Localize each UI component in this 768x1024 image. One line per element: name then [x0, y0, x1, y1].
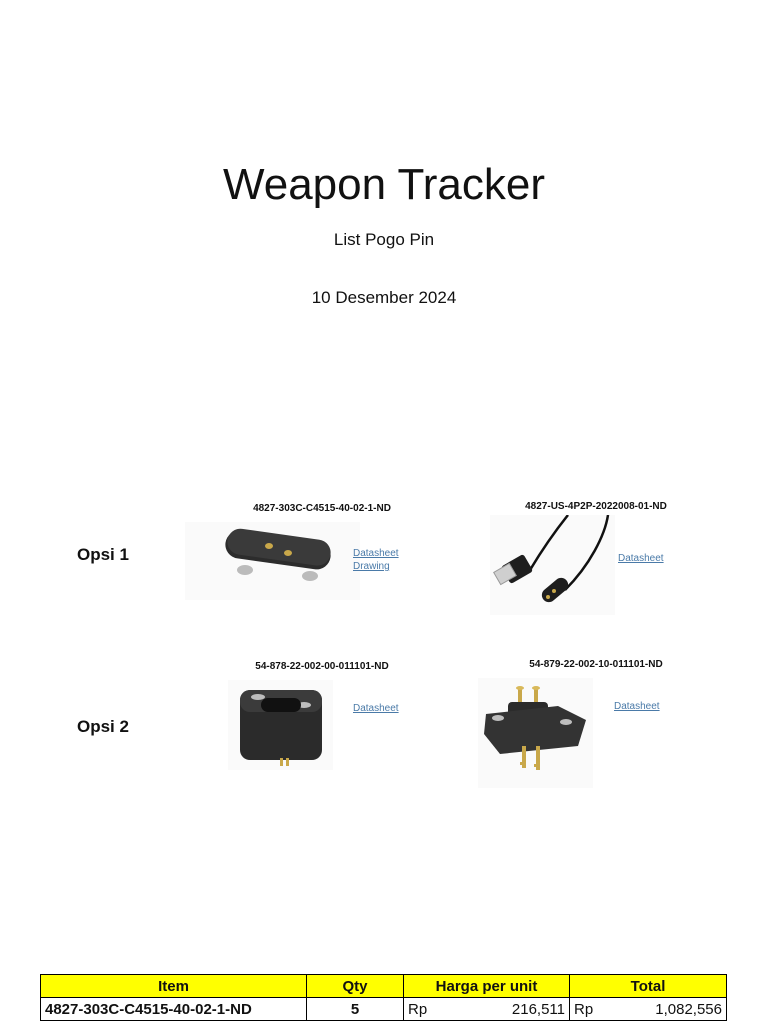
part-number: 4827-US-4P2P-2022008-01-ND — [525, 501, 667, 512]
datasheet-link[interactable]: Datasheet — [614, 701, 660, 712]
pogo-pin-header-image — [478, 678, 593, 788]
cell-unit-price: Rp 216,511 — [403, 997, 570, 1021]
currency-label: Rp — [574, 1000, 594, 1018]
part-number: 4827-303C-C4515-40-02-1-ND — [253, 503, 391, 514]
pogo-pin-receptacle-image — [228, 680, 333, 770]
drawing-link[interactable]: Drawing — [353, 561, 390, 572]
document-date: 10 Desember 2024 — [311, 288, 457, 307]
option-1-label: Opsi 1 — [77, 545, 129, 564]
page-title: Weapon Tracker — [222, 160, 545, 209]
price-table: Item Qty Harga per unit Total 4827-303C-… — [40, 974, 727, 1021]
total-value: 1,082,556 — [655, 1000, 722, 1018]
part-number: 54-879-22-002-10-011101-ND — [529, 659, 663, 670]
table-header-row: Item Qty Harga per unit Total — [40, 974, 727, 998]
unit-price-value: 216,511 — [511, 1000, 565, 1018]
cell-item: 4827-303C-C4515-40-02-1-ND — [40, 997, 307, 1021]
page-subtitle: List Pogo Pin — [333, 230, 435, 249]
column-header-unit-price: Harga per unit — [403, 974, 570, 998]
part-number: 54-878-22-002-00-011101-ND — [255, 661, 389, 672]
column-header-item: Item — [40, 974, 307, 998]
datasheet-link[interactable]: Datasheet — [353, 548, 399, 559]
usb-pogo-cable-image — [490, 514, 615, 615]
pogo-pin-connector-image — [185, 522, 360, 600]
column-header-total: Total — [569, 974, 727, 998]
column-header-qty: Qty — [306, 974, 404, 998]
option-2-label: Opsi 2 — [77, 717, 129, 736]
cell-qty: 5 — [306, 997, 404, 1021]
datasheet-link[interactable]: Datasheet — [353, 703, 399, 714]
currency-label: Rp — [408, 1000, 428, 1018]
datasheet-link[interactable]: Datasheet — [618, 553, 664, 564]
cell-total: Rp 1,082,556 — [569, 997, 727, 1021]
table-row: 4827-303C-C4515-40-02-1-ND 5 Rp 216,511 … — [40, 997, 727, 1021]
